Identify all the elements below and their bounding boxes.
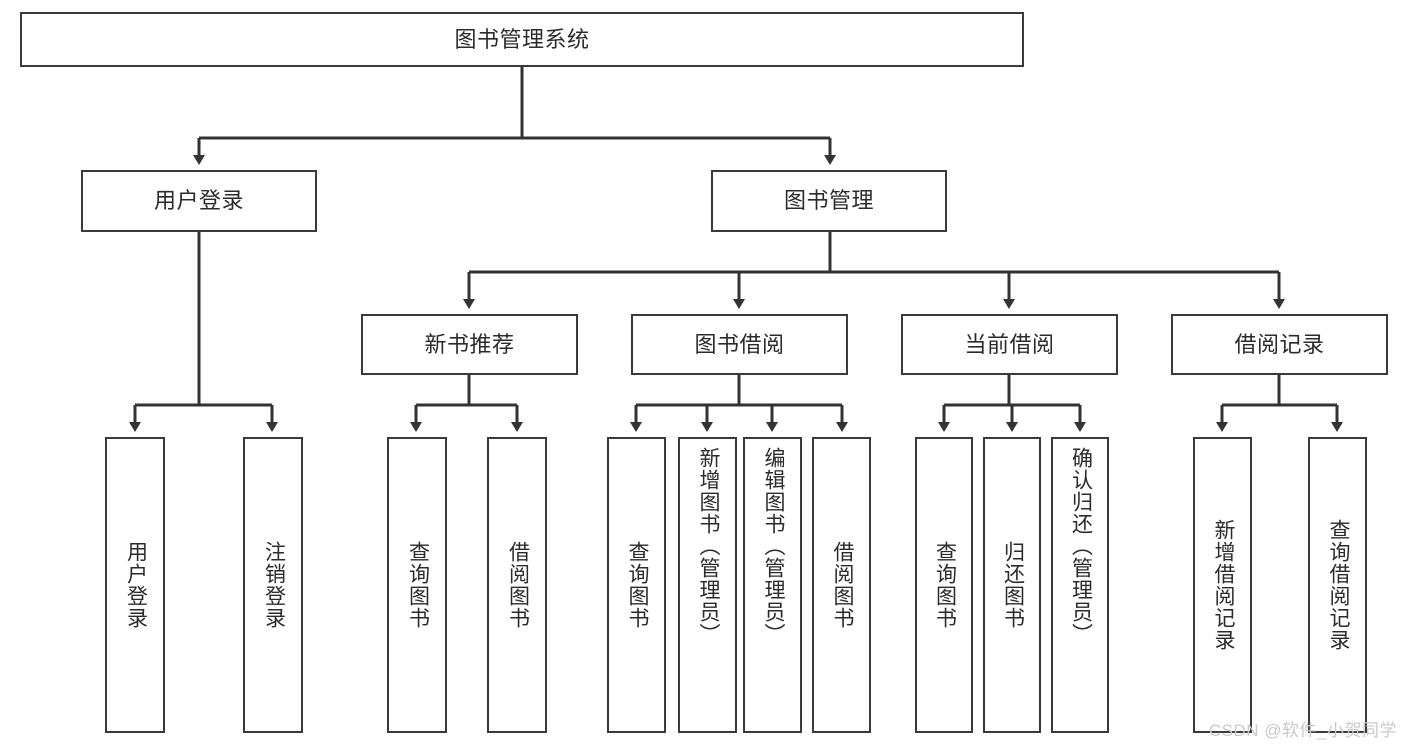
node-label-borrow-record: 借阅记录	[1234, 331, 1325, 357]
book-manage-to-level3-connectors	[463, 232, 1285, 309]
node-user-login[interactable]: 用户登录	[81, 170, 317, 232]
leaf-label-book-borrow-edit: 编辑图书（管理员）	[761, 447, 785, 645]
user-login-to-leaves-connectors	[129, 232, 278, 432]
leaf-label-book-borrow-borrow: 借阅图书	[830, 541, 854, 629]
node-book-management-system[interactable]: 图书管理系统	[20, 12, 1024, 67]
node-borrow-record[interactable]: 借阅记录	[1171, 314, 1388, 375]
root-to-level2-connectors	[193, 67, 836, 165]
new-book-to-leaves-connectors	[410, 375, 523, 432]
leaf-new-book-query[interactable]: 查询图书	[387, 437, 447, 733]
leaf-label-current-borrow-return: 归还图书	[1001, 541, 1025, 629]
borrow-record-to-leaves-connectors	[1216, 375, 1343, 432]
node-label-root: 图书管理系统	[454, 26, 590, 52]
leaf-label-current-borrow-query: 查询图书	[933, 541, 957, 629]
node-book-management[interactable]: 图书管理	[711, 170, 947, 232]
leaf-label-book-borrow-query: 查询图书	[625, 541, 649, 629]
leaf-book-borrow-edit[interactable]: 编辑图书（管理员）	[743, 437, 802, 733]
leaf-current-borrow-return[interactable]: 归还图书	[983, 437, 1041, 733]
node-new-book-recommend[interactable]: 新书推荐	[361, 314, 578, 375]
leaf-book-borrow-borrow[interactable]: 借阅图书	[812, 437, 871, 733]
node-label-book-management: 图书管理	[783, 188, 874, 214]
leaf-label-user-login-login: 用户登录	[124, 541, 148, 629]
leaf-borrow-record-add[interactable]: 新增借阅记录	[1193, 437, 1252, 733]
node-label-current-borrow: 当前借阅	[964, 331, 1055, 357]
node-label-user-login: 用户登录	[153, 188, 244, 214]
node-label-book-borrow: 图书借阅	[694, 331, 785, 357]
current-borrow-to-leaves-connectors	[938, 375, 1086, 432]
leaf-label-current-borrow-confirm: 确认归还（管理员）	[1069, 447, 1093, 645]
node-current-borrow[interactable]: 当前借阅	[901, 314, 1118, 375]
leaf-book-borrow-query[interactable]: 查询图书	[607, 437, 666, 733]
leaf-borrow-record-query[interactable]: 查询借阅记录	[1308, 437, 1367, 733]
leaf-label-book-borrow-add: 新增图书（管理员）	[696, 447, 720, 645]
leaf-label-new-book-borrow: 借阅图书	[506, 541, 530, 629]
node-label-new-book-recommend: 新书推荐	[424, 331, 515, 357]
leaf-new-book-borrow[interactable]: 借阅图书	[487, 437, 547, 733]
node-book-borrow[interactable]: 图书借阅	[631, 314, 848, 375]
leaf-label-borrow-record-add: 新增借阅记录	[1211, 519, 1235, 651]
leaf-book-borrow-add[interactable]: 新增图书（管理员）	[678, 437, 737, 733]
leaf-label-borrow-record-query: 查询借阅记录	[1326, 519, 1350, 651]
leaf-current-borrow-confirm[interactable]: 确认归还（管理员）	[1051, 437, 1109, 733]
leaf-user-login-login[interactable]: 用户登录	[105, 437, 165, 733]
leaf-label-new-book-query: 查询图书	[406, 541, 430, 629]
leaf-user-login-logout[interactable]: 注销登录	[243, 437, 303, 733]
book-borrow-to-leaves-connectors	[630, 375, 848, 432]
leaf-label-user-login-logout: 注销登录	[262, 541, 286, 629]
leaf-current-borrow-query[interactable]: 查询图书	[915, 437, 973, 733]
